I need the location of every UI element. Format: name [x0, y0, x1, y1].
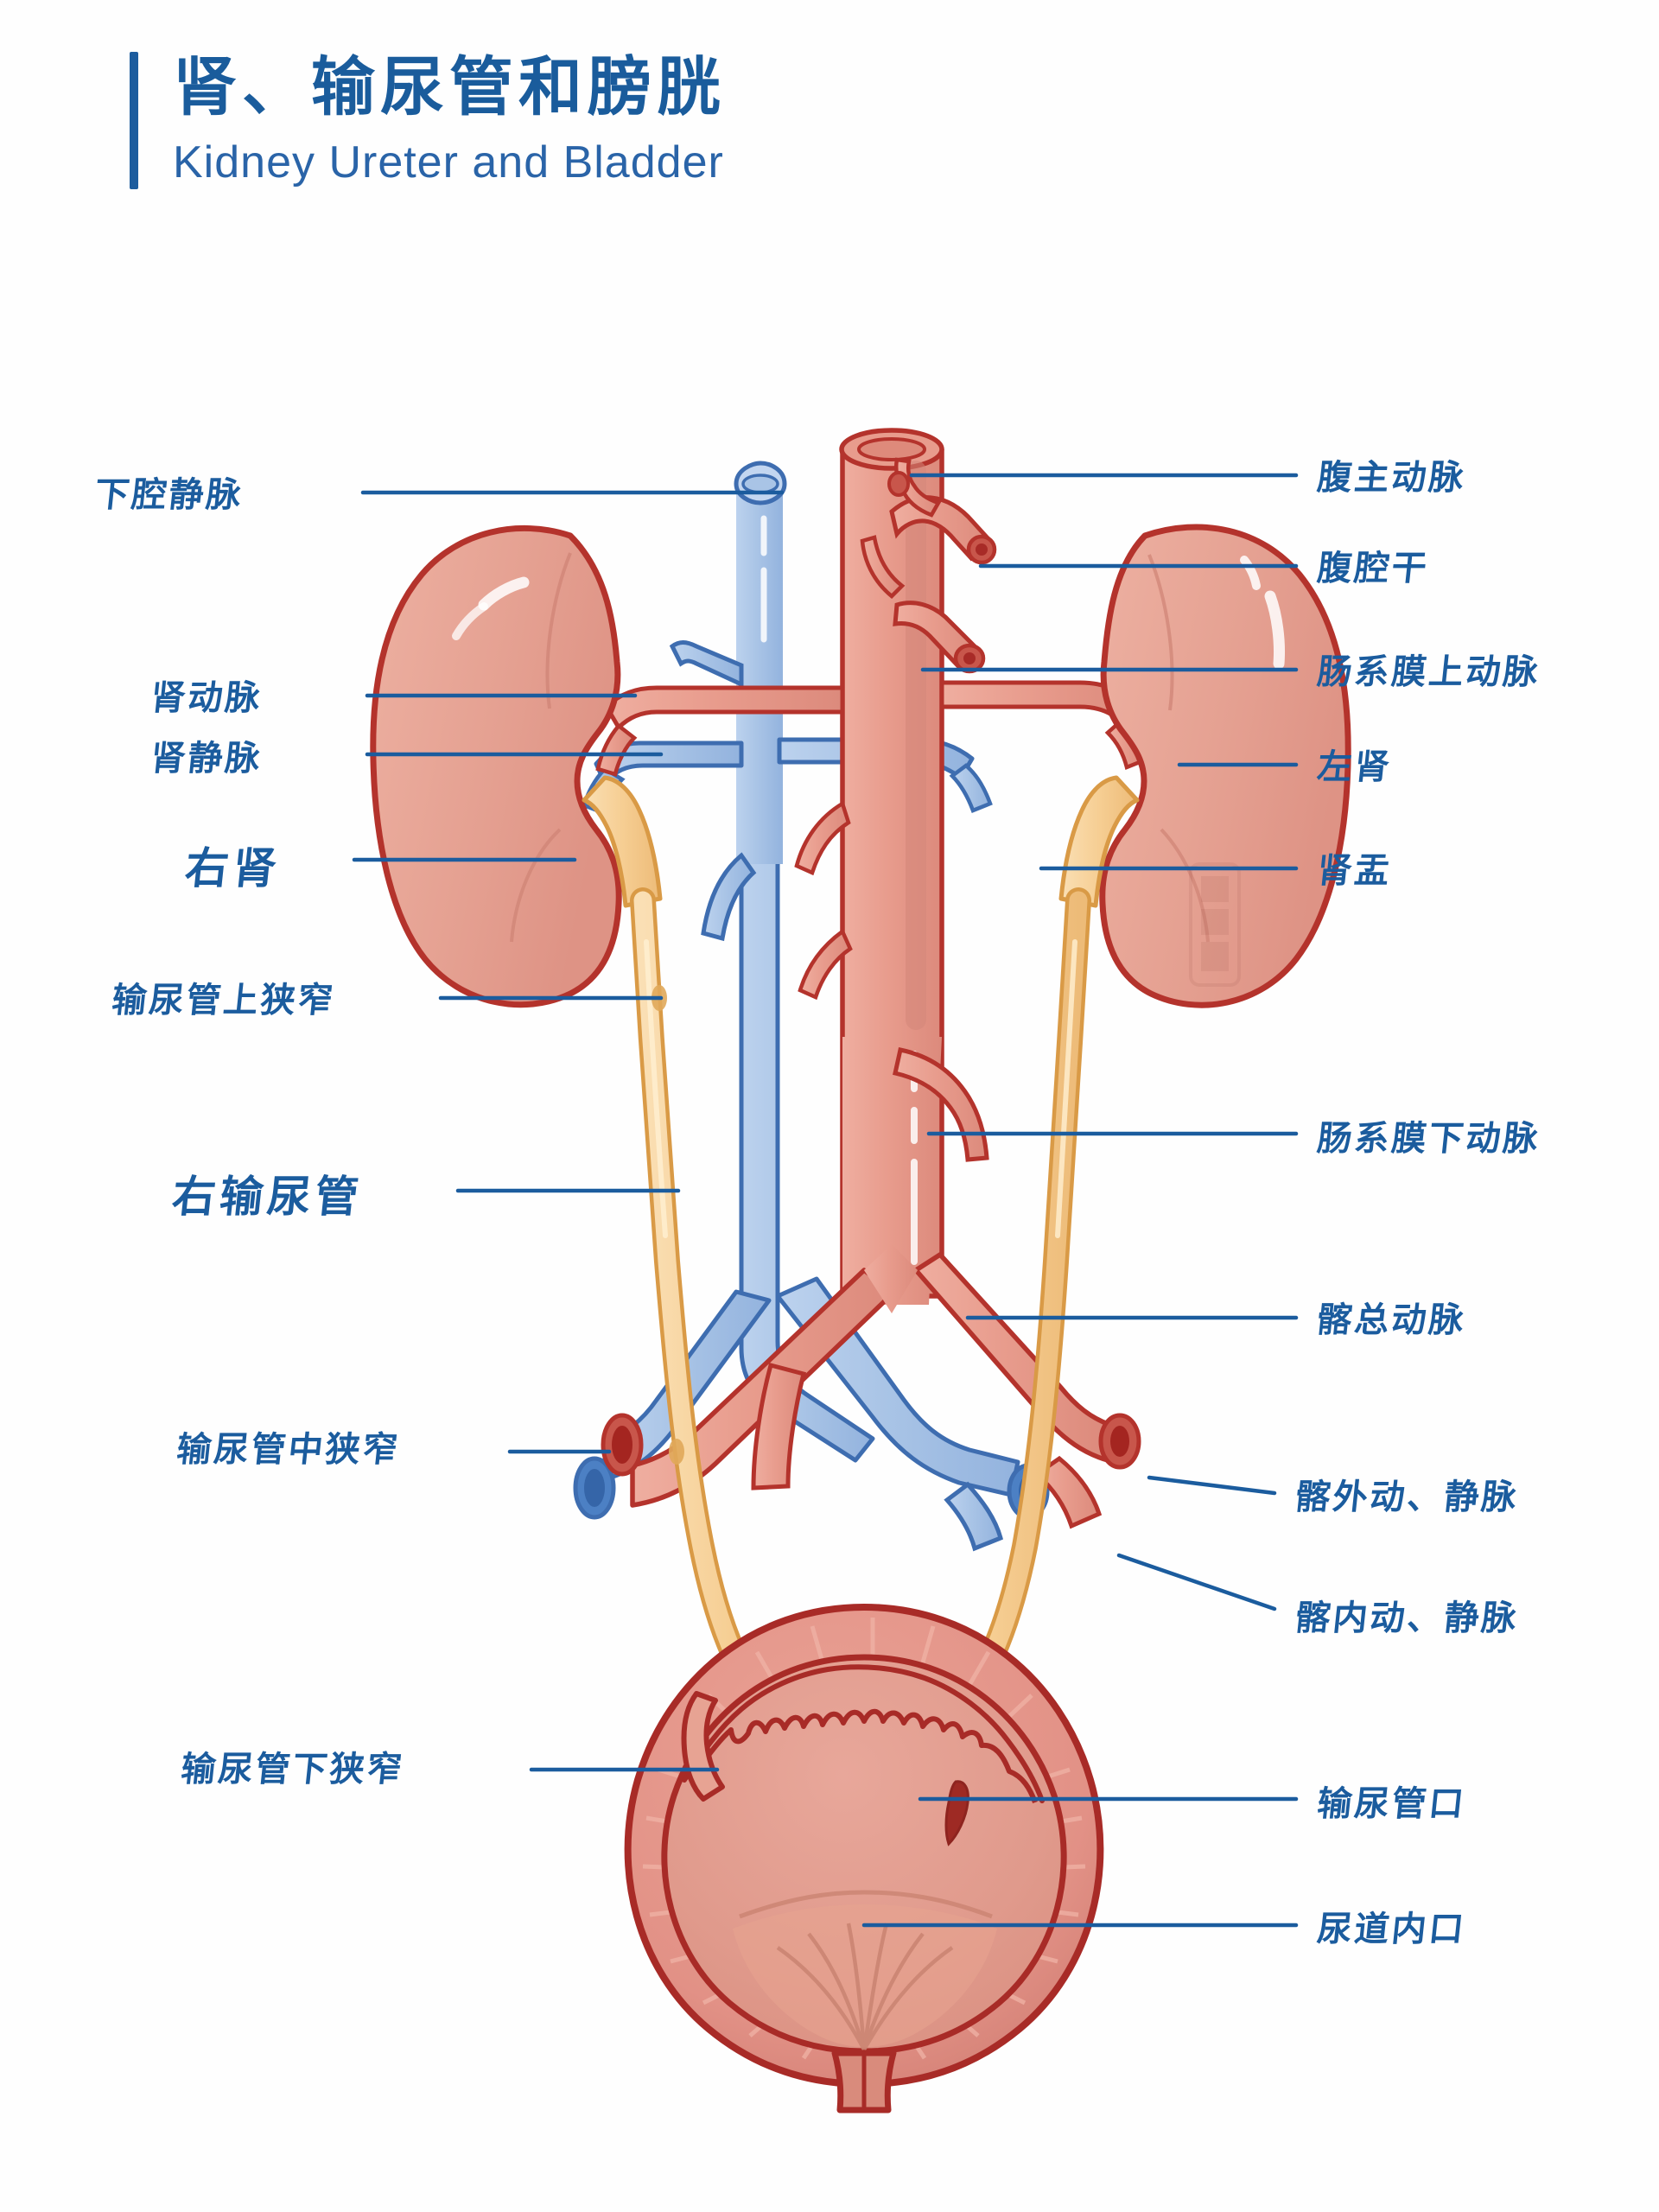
leader-external-iliac-vessels: [1147, 1475, 1277, 1496]
right-kidney-organ: [370, 524, 622, 1008]
leader-internal-iliac-vessels: [1116, 1553, 1277, 1611]
abdominal-aorta-vessel: [839, 428, 944, 1305]
label-left-kidney: 左肾: [1315, 747, 1394, 787]
label-lower-ureteral-stricture: 输尿管下狭窄: [179, 1750, 406, 1789]
label-superior-mesenteric-artery: 肠系膜上动脉: [1315, 652, 1542, 692]
ureterovesical-junction: [681, 1691, 725, 1802]
page-subtitle: Kidney Ureter and Bladder: [173, 137, 724, 188]
label-inferior-mesenteric-artery: 肠系膜下动脉: [1315, 1119, 1542, 1159]
label-inferior-vena-cava: 下腔静脉: [92, 475, 245, 515]
title-texts: 肾、输尿管和膀胱 Kidney Ureter and Bladder: [173, 52, 726, 189]
label-middle-ureteral-stricture: 输尿管中狭窄: [175, 1430, 402, 1470]
page-title-block: 肾、输尿管和膀胱 Kidney Ureter and Bladder: [130, 52, 726, 190]
label-abdominal-aorta: 腹主动脉: [1315, 458, 1468, 498]
leader-lines: [352, 473, 1299, 1928]
label-common-iliac-artery: 髂总动脉: [1315, 1300, 1468, 1340]
label-celiac-trunk: 腹腔干: [1315, 549, 1431, 588]
bladder-organ: [624, 1604, 1104, 2113]
label-internal-urethral-orifice: 尿道内口: [1315, 1910, 1468, 1949]
superior-mesenteric-artery-vessel: [860, 535, 986, 674]
label-upper-ureteral-stricture: 输尿管上狭窄: [110, 981, 337, 1020]
label-renal-vein: 肾静脉: [149, 739, 264, 779]
page-title: 肾、输尿管和膀胱: [173, 50, 726, 124]
label-renal-artery: 肾动脉: [149, 678, 264, 718]
label-right-kidney: 右肾: [182, 843, 283, 893]
label-renal-pelvis: 肾盂: [1315, 851, 1394, 891]
celiac-trunk-vessel: [887, 457, 997, 565]
label-right-ureter: 右输尿管: [169, 1172, 365, 1222]
title-accent-bar: [130, 52, 138, 190]
label-ureteral-orifice: 输尿管口: [1315, 1784, 1468, 1824]
vein-branches-upper: [669, 640, 757, 942]
watermark: [1189, 862, 1241, 987]
label-external-iliac-vessels: 髂外动、静脉: [1294, 1478, 1521, 1517]
label-internal-iliac-vessels: 髂内动、静脉: [1294, 1599, 1521, 1638]
bladder-folds: [776, 1923, 954, 2051]
